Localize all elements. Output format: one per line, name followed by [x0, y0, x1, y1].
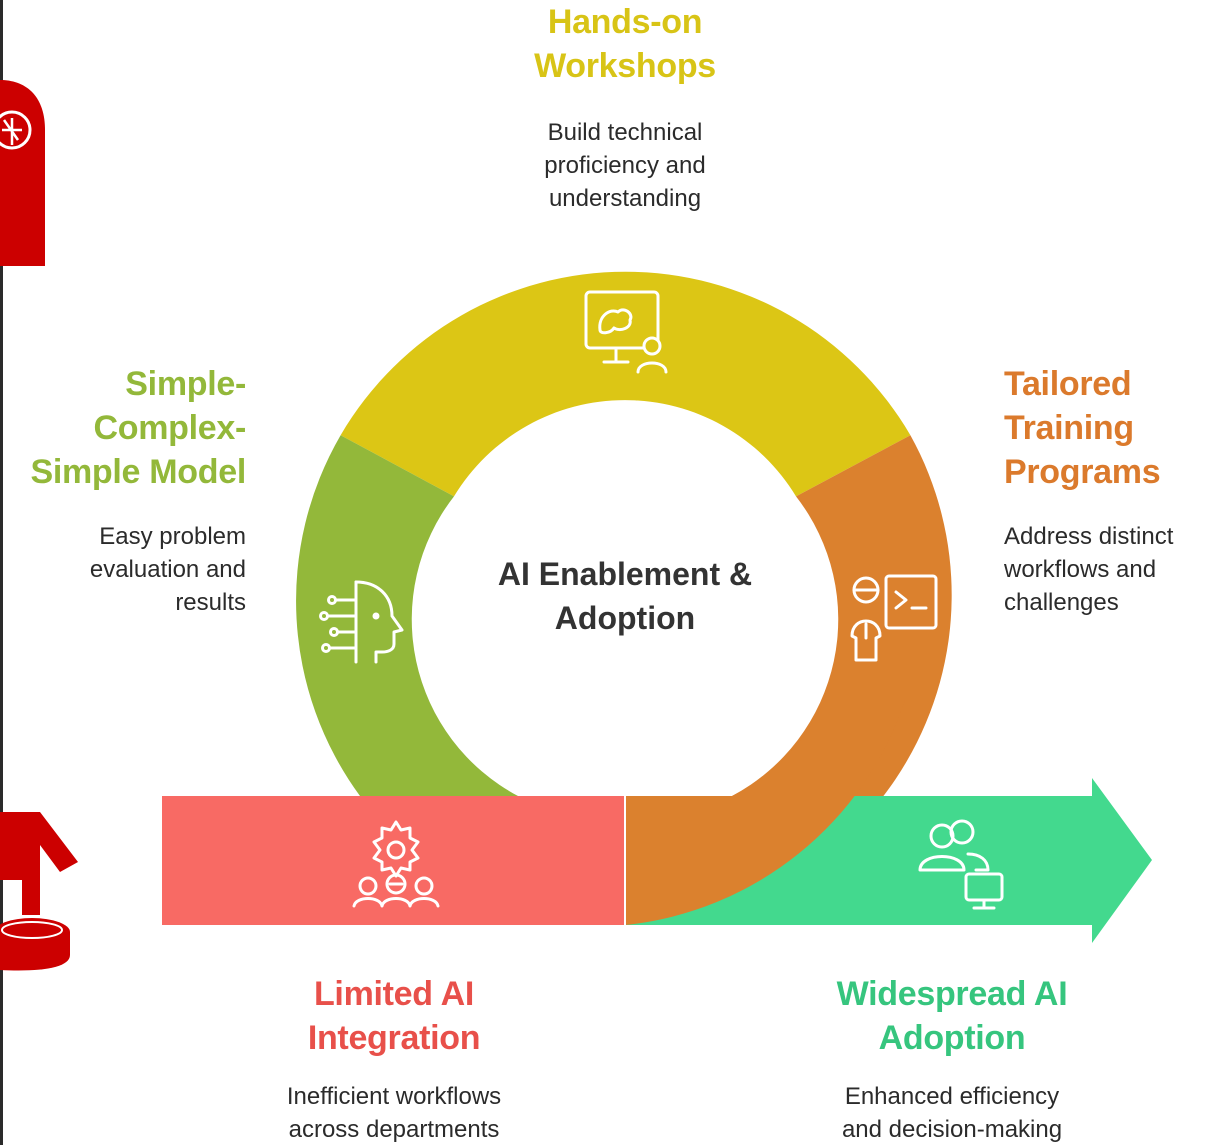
- heading-line: Integration: [307, 1019, 481, 1057]
- heading-line: Simple Model: [30, 453, 246, 491]
- desc-line: Easy problem: [99, 523, 246, 550]
- heading-line: Programs: [1004, 453, 1161, 491]
- hands-on-workshops-description: Build technical proficiency and understa…: [475, 116, 775, 215]
- ring-segment-tailored-training-front: [625, 700, 905, 925]
- desc-line: Inefficient workflows: [286, 1083, 502, 1110]
- heading-line: Hands-on: [547, 3, 703, 41]
- ring-segment-hands-on-workshops: [340, 271, 911, 497]
- desc-line: challenges: [1004, 589, 1119, 616]
- center-title-line1: AI Enablement &: [497, 556, 753, 592]
- widespread-ai-adoption-heading: Widespread AI Adoption: [792, 972, 1112, 1060]
- person-terminal-icon: [850, 574, 938, 662]
- heading-line: Adoption: [878, 1019, 1026, 1057]
- desc-line: proficiency and: [544, 152, 706, 179]
- heading-line: Widespread AI: [836, 975, 1068, 1013]
- desc-line: Enhanced efficiency: [844, 1083, 1060, 1110]
- hands-on-workshops-heading: Hands-on Workshops: [475, 0, 775, 88]
- heading-line: Complex-: [93, 409, 246, 447]
- hand-press-button-clipart-icon: [0, 812, 78, 971]
- limited-ai-integration-heading: Limited AI Integration: [244, 972, 544, 1060]
- users-monitor-icon: [918, 819, 1004, 910]
- simple-complex-simple-heading: Simple- Complex- Simple Model: [10, 362, 246, 494]
- heading-line: Training: [1004, 409, 1134, 447]
- simple-complex-simple-description: Easy problem evaluation and results: [10, 520, 246, 619]
- team-gear-icon: [352, 820, 440, 908]
- desc-line: evaluation and: [89, 556, 246, 583]
- desc-line: Build technical: [547, 119, 703, 146]
- tailored-training-heading: Tailored Training Programs: [1004, 362, 1219, 494]
- heading-line: Simple-: [125, 365, 246, 403]
- center-title: AI Enablement & Adoption: [460, 552, 790, 640]
- desc-line: understanding: [548, 185, 702, 212]
- desc-line: and decision-making: [841, 1116, 1063, 1143]
- heading-line: Limited AI: [313, 975, 475, 1013]
- widespread-ai-adoption-description: Enhanced efficiency and decision-making: [792, 1080, 1112, 1146]
- heading-line: Workshops: [534, 47, 716, 85]
- ring-segment-simple-complex-simple: [296, 435, 518, 796]
- left-edge-border: [0, 0, 3, 1145]
- presentation-board-icon: [584, 290, 668, 374]
- desc-line: workflows and: [1004, 556, 1157, 583]
- tailored-training-description: Address distinct workflows and challenge…: [1004, 520, 1224, 619]
- bar-limited-ai-integration: [162, 796, 625, 925]
- desc-line: results: [175, 589, 246, 616]
- desc-line: across departments: [288, 1116, 500, 1143]
- desc-line: Address distinct: [1004, 523, 1174, 550]
- ai-head-circuit-icon: [319, 580, 404, 664]
- heading-line: Tailored: [1004, 365, 1132, 403]
- brain-tree-clipart-icon: [0, 80, 45, 266]
- center-title-line2: Adoption: [554, 600, 696, 636]
- limited-ai-integration-description: Inefficient workflows across departments: [244, 1080, 544, 1146]
